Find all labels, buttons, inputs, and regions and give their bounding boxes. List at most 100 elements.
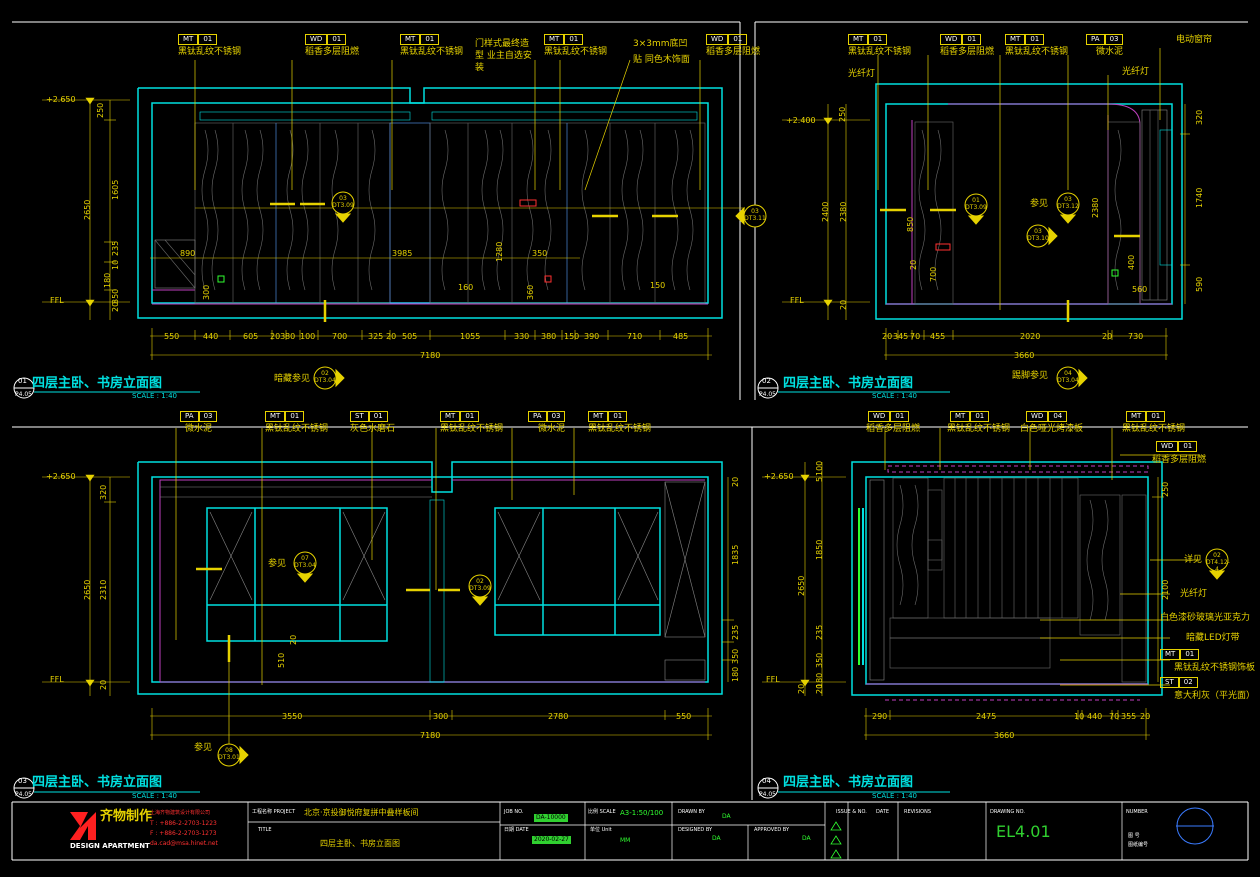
width-dim: 3550 [282,712,303,721]
view-number: 01 [18,377,27,385]
company-logo [70,812,96,840]
unit-label: 单位 Unit [590,827,612,833]
height-dim: 250 [1161,481,1170,497]
material-tag-text: 稻香多层阻燃 [1152,455,1207,465]
width-dim: 605 [243,332,259,341]
height-dim: 180 [103,272,112,288]
title-markers [13,377,950,799]
elevation-02-height-dims [782,104,1190,320]
material-tag-text: 稻香多层阻燃 [706,47,761,57]
inner-dim: 20 [289,634,298,645]
elevation-02-markers [935,243,1119,277]
elevation-01-panels [154,111,706,304]
callout-note: 暗藏参见 [274,374,311,384]
width-dim: 2780 [548,712,569,721]
view-sheet: P4.05 [759,791,776,798]
drawing-no-label: DRAWING NO. [990,809,1025,815]
width-dim: 20 [882,332,893,341]
height-dim: 2400 [821,201,830,222]
height-dim: 20 [99,679,108,690]
elevation-02-handles [880,208,1140,322]
number-line: 图 号 [1128,833,1140,839]
material-tag-text: 门样式最终造型 业主自选安装 [475,39,532,73]
label: 光纤灯 [848,69,876,79]
inner-dim: 160 [458,283,474,292]
inner-dim: 20 [909,259,918,270]
elevation-04-height-dims [762,462,1164,696]
material-tag-text: 黑钛乱纹不锈钢 [1122,424,1186,434]
material-tag-text: 黑钛乱纹不锈钢 [588,424,652,434]
inner-dim: 560 [1132,285,1148,294]
height-dim: 100 [815,460,824,476]
elevation-01-markers [217,199,552,283]
inner-dim: 890 [180,249,196,258]
width-dim: 380 [541,332,557,341]
elevation-04-accent [858,508,864,665]
company-line: T : +886-2-2703-1223 [150,820,217,827]
height-dim: 10 [111,259,120,270]
height-dim: 20 [731,476,740,487]
width-dim: 70 [910,332,921,341]
width-dim: 550 [676,712,692,721]
height-dim: 180 [815,672,824,688]
height-dim: 250 [96,102,105,118]
elevation-04-inner [866,465,1149,701]
height-dim: 1850 [815,539,824,560]
elevation-04-leaders [884,428,1200,686]
date-label: 日期 DATE [504,827,529,833]
height-dim: 590 [1195,276,1204,292]
width-dim: 485 [673,332,689,341]
scale-value: A3-1:50/100 [620,809,664,817]
width-dim: 700 [332,332,348,341]
material-tag-text: 黑钛乱纹不锈钢饰板 [1174,663,1256,673]
height-dim: 180 [731,666,740,682]
view-scale: SCALE : 1:40 [132,392,177,400]
view-scale: SCALE : 1:40 [872,792,917,800]
material-tag-text: 3×3mm底凹贴 同色木饰面 [633,39,690,65]
inner-dim: 350 [532,249,548,258]
inner-dim: 400 [1127,254,1136,270]
level-top: +2.400 [786,116,816,125]
designed-value: DA [712,835,721,842]
width-dim: 80 [285,332,296,341]
approved-value: DA [802,835,811,842]
elevation-02-width-dims [884,328,1168,360]
inner-dim: 1280 [495,241,504,262]
width-dim: 330 [514,332,530,341]
height-dim: 2650 [83,199,92,220]
label: 详见 [1184,555,1203,565]
elevation-01-cutline [150,207,745,259]
width-dim: 100 [300,332,316,341]
job-no: DA-10000 [534,814,568,822]
material-tag-text: 黑钛乱纹不锈钢 [544,47,608,57]
label: 光纤灯 [1180,589,1208,599]
width-dim: 70 [1109,712,1120,721]
designed-label: DESIGNED BY [678,827,713,833]
material-tag-text: 意大利灰（平光面） [1174,691,1256,701]
material-tag-text: 稻香多层阻燃 [940,47,995,57]
material-tag-text: 稻香多层阻燃 [305,47,360,57]
elevation-03-handles [196,567,460,662]
elevation-02-callout-bubbles [964,192,1088,390]
view-title: 四层主卧、书房立面图 [32,775,163,790]
company-line: F : +886-2-2703-1273 [150,830,217,837]
label: 参见 [1030,199,1049,209]
width-dim: 440 [203,332,219,341]
width-dim: 505 [402,332,418,341]
height-dim: 20 [839,299,848,310]
